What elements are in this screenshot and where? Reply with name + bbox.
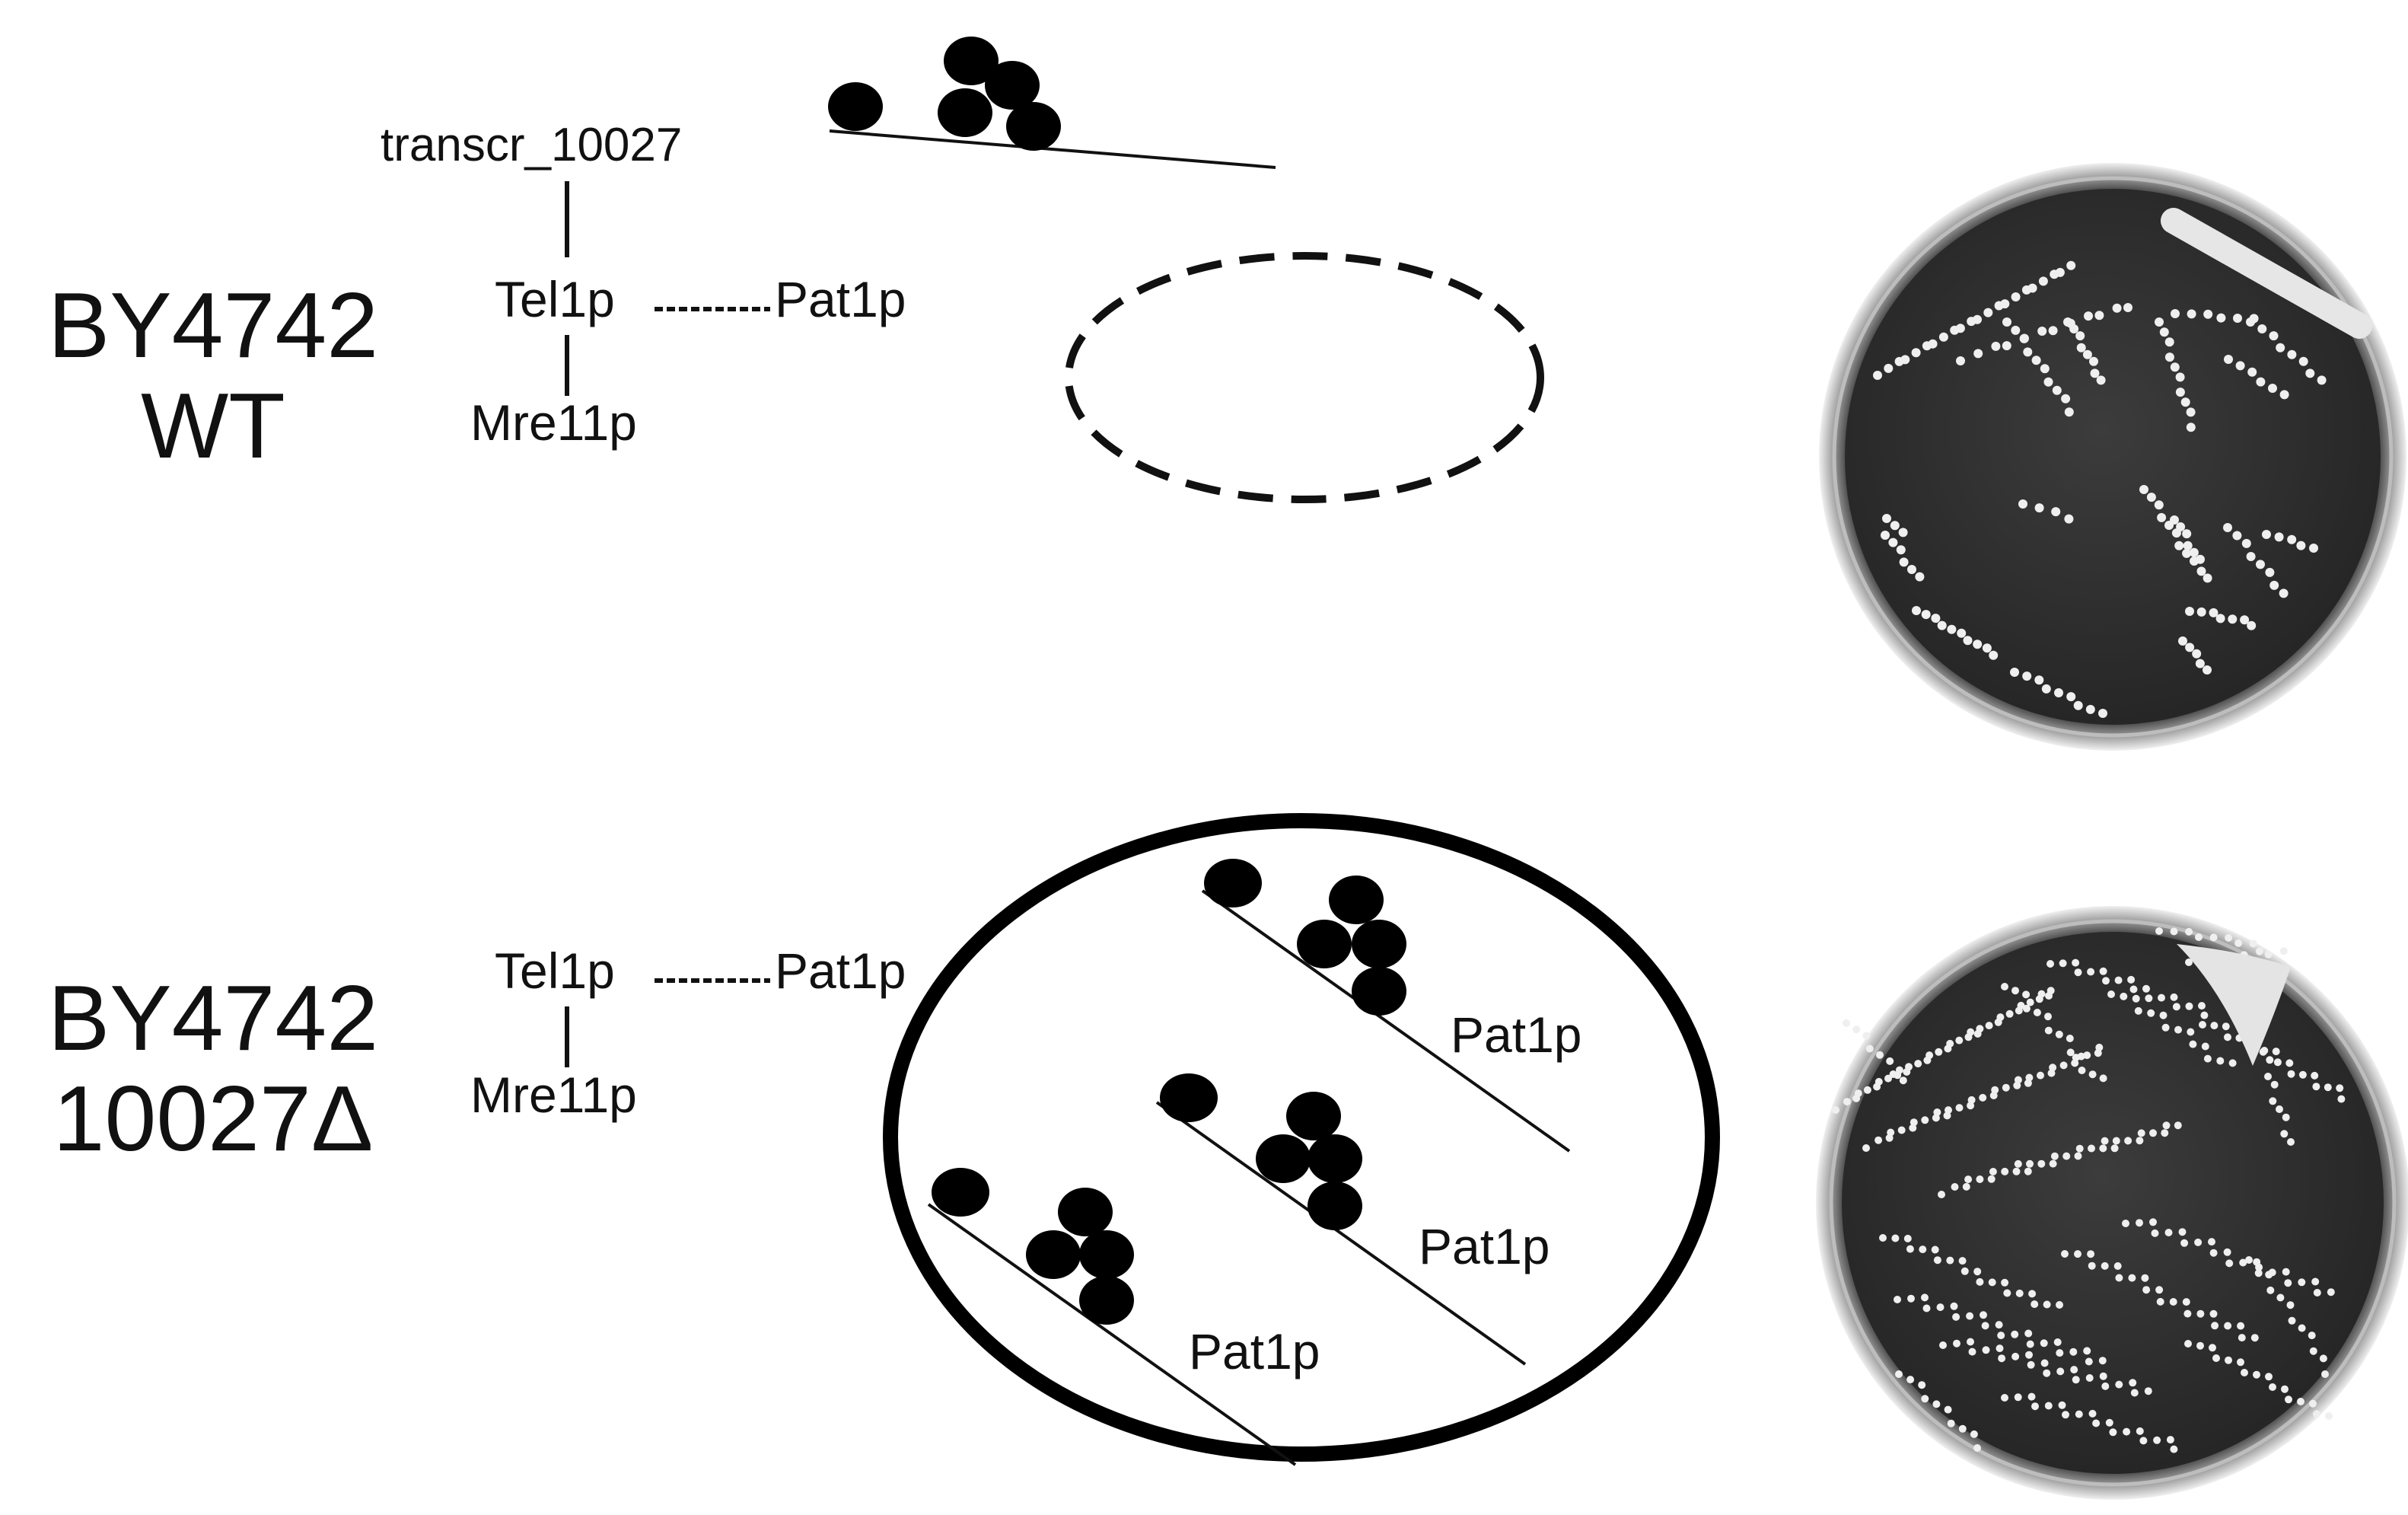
mutant-pat1p-label: Pat1p xyxy=(775,942,906,999)
wt-strain-label: BY4742 WT xyxy=(15,273,411,477)
mutant-strand-lower xyxy=(927,1168,1297,1466)
wt-pat1p-complex xyxy=(828,37,1061,151)
mutant-petri-dish-photo xyxy=(1816,906,2408,1500)
mutant-strain-name: BY4742 xyxy=(47,966,379,1070)
strand-label-middle: Pat1p xyxy=(1419,1218,1550,1274)
mutant-strand-upper xyxy=(1201,859,1571,1153)
mutant-colonies xyxy=(1832,927,2346,1453)
mutant-strand-middle xyxy=(1155,1073,1527,1366)
wt-transcript-label: transcr_10027 xyxy=(381,119,683,171)
mutant-mre11p-label: Mre11p xyxy=(470,1067,637,1123)
strand-label-lower: Pat1p xyxy=(1189,1323,1320,1379)
wt-strain-name: BY4742 xyxy=(47,273,379,377)
mutant-strain-label: BY4742 10027Δ xyxy=(15,968,411,1169)
wt-dna-strand xyxy=(829,129,1276,169)
wt-petri-dish-photo xyxy=(1819,163,2406,751)
wt-empty-compartment xyxy=(1065,252,1544,503)
mutant-genotype: 10027Δ xyxy=(53,1066,374,1170)
wt-tel1p-label: Tel1p xyxy=(495,271,615,327)
wt-pat1p-label: Pat1p xyxy=(775,271,906,327)
mutant-compartment xyxy=(883,813,1720,1462)
wt-mre11p-label: Mre11p xyxy=(470,394,637,451)
strand-label-upper: Pat1p xyxy=(1451,1006,1582,1063)
wt-genotype: WT xyxy=(141,373,285,477)
mutant-tel1p-label: Tel1p xyxy=(495,942,615,999)
wt-colonies xyxy=(1873,260,2327,718)
